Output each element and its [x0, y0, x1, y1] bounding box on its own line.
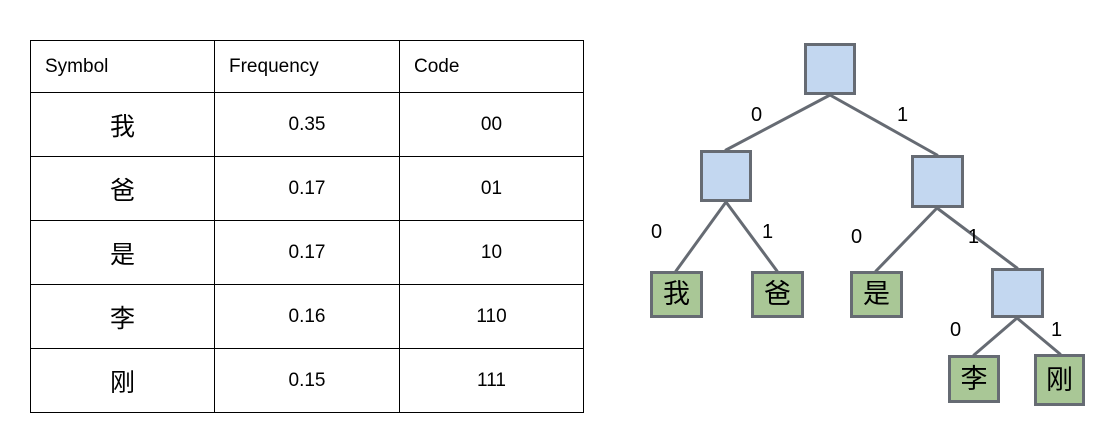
tree-leaf-10[interactable]: 是 [850, 271, 903, 318]
tree-edges [674, 93, 1062, 357]
tree-leaf-110[interactable]: 李 [948, 355, 1000, 403]
tree-leaf-label: 刚 [1046, 364, 1073, 396]
cell-symbol: 是 [30, 220, 215, 285]
edge-n1-right [935, 206, 1019, 270]
tree-node-internal-1[interactable] [911, 155, 964, 208]
cell-code: 110 [399, 284, 584, 349]
tree-leaf-label: 爸 [764, 279, 791, 310]
column-header-code: Code [399, 40, 584, 93]
edge-label-root-right: 1 [897, 104, 909, 126]
edge-root-left [724, 93, 832, 152]
edge-label-n1-left: 0 [851, 226, 863, 248]
edge-root-right [828, 93, 939, 157]
edge-label-n11-left: 0 [950, 319, 962, 341]
table-header-row: Symbol Frequency Code [30, 40, 584, 93]
edge-n1-left [874, 206, 939, 273]
cell-symbol: 李 [30, 284, 215, 349]
tree-leaf-label: 我 [663, 279, 690, 310]
table-row: 爸 0.17 01 [30, 156, 584, 221]
edge-label-n1-right: 1 [968, 226, 980, 248]
edge-label-n0-left: 0 [651, 221, 663, 243]
edge-n11-right [1015, 316, 1062, 356]
column-header-frequency: Frequency [214, 40, 400, 93]
column-header-symbol: Symbol [30, 40, 215, 93]
edge-n0-left [674, 200, 728, 273]
tree-node-root[interactable] [804, 43, 856, 95]
cell-frequency: 0.16 [214, 284, 400, 349]
table-row: 刚 0.15 111 [30, 348, 584, 413]
cell-frequency: 0.35 [214, 92, 400, 157]
cell-symbol: 爸 [30, 156, 215, 221]
cell-frequency: 0.15 [214, 348, 400, 413]
cell-symbol: 我 [30, 92, 215, 157]
huffman-code-tree: 我 爸 是 李 刚 0 1 0 1 0 1 0 1 [600, 0, 1108, 427]
edge-n11-left [972, 316, 1019, 357]
table-row: 我 0.35 00 [30, 92, 584, 157]
tree-leaf-label: 李 [960, 363, 988, 395]
edge-n0-right [724, 200, 779, 273]
tree-leaf-01[interactable]: 爸 [751, 271, 804, 318]
cell-frequency: 0.17 [214, 220, 400, 285]
cell-code: 10 [399, 220, 584, 285]
symbol-frequency-code-table: Symbol Frequency Code 我 0.35 00 爸 0.17 0… [30, 40, 584, 413]
table-row: 是 0.17 10 [30, 220, 584, 285]
table-row: 李 0.16 110 [30, 284, 584, 349]
cell-frequency: 0.17 [214, 156, 400, 221]
cell-code: 111 [399, 348, 584, 413]
tree-node-internal-0[interactable] [700, 150, 752, 202]
edge-label-n0-right: 1 [762, 221, 774, 243]
tree-leaf-111[interactable]: 刚 [1034, 354, 1085, 406]
tree-node-internal-11[interactable] [991, 268, 1044, 318]
edge-label-n11-right: 1 [1051, 319, 1063, 341]
tree-leaf-00[interactable]: 我 [650, 271, 703, 318]
cell-code: 01 [399, 156, 584, 221]
cell-code: 00 [399, 92, 584, 157]
tree-leaf-label: 是 [863, 279, 890, 310]
edge-label-root-left: 0 [751, 104, 763, 126]
cell-symbol: 刚 [30, 348, 215, 413]
